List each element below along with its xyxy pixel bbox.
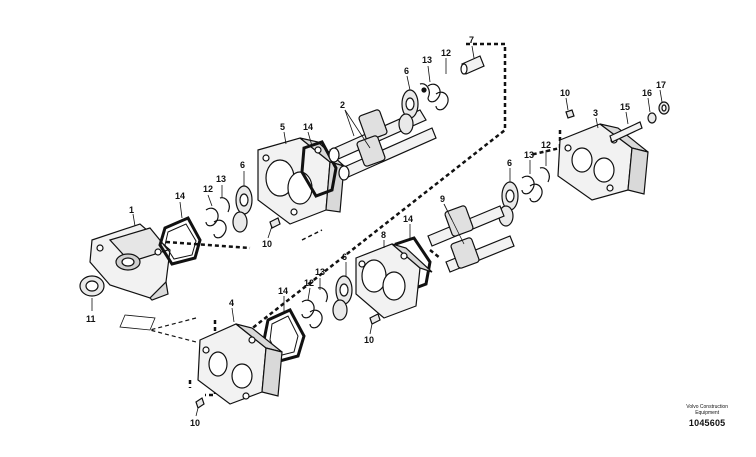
label-6-upper: 6 <box>404 66 409 76</box>
label-10-upper-left: 10 <box>262 239 272 249</box>
part-1-front-flange <box>89 223 171 331</box>
label-12-upper: 12 <box>441 48 451 58</box>
label-6-lower: 6 <box>342 252 347 262</box>
part-3-rear-housing <box>557 123 649 201</box>
label-12-lower: 12 <box>304 278 314 288</box>
label-6-right: 6 <box>507 158 512 168</box>
label-4: 4 <box>229 298 234 308</box>
part-14-gasket-left <box>158 216 202 266</box>
label-10-lower: 10 <box>190 418 200 428</box>
drawing-number: 1045605 <box>688 418 726 428</box>
part-8-gear-housing <box>355 243 433 319</box>
label-1: 1 <box>129 205 134 215</box>
label-10-upper-right: 10 <box>560 88 570 98</box>
label-8: 8 <box>381 230 386 240</box>
label-12-left: 12 <box>203 184 213 194</box>
label-13-left: 13 <box>216 174 226 184</box>
part-16-washer <box>647 112 657 124</box>
part-15-stud <box>609 121 643 143</box>
publisher-credit: Volvo Construction Equipment 1045605 <box>686 404 728 428</box>
part-4-rear-cover <box>197 323 283 405</box>
label-15: 15 <box>620 102 630 112</box>
part-group-rings-lower-mid <box>301 275 353 329</box>
label-7: 7 <box>469 35 474 45</box>
label-2: 2 <box>340 100 345 110</box>
part-10-dowel-pins <box>195 109 575 409</box>
label-14-upper: 14 <box>303 122 313 132</box>
part-group-rings-upper-right <box>419 83 449 111</box>
label-5: 5 <box>280 122 285 132</box>
label-3: 3 <box>593 108 598 118</box>
part-6-wear-plate-upper <box>398 89 419 135</box>
label-11: 11 <box>86 314 96 324</box>
label-10-mid: 10 <box>364 335 374 345</box>
label-9: 9 <box>440 194 445 204</box>
part-group-rings-lower-right <box>498 167 550 227</box>
credit-line-2: Equipment <box>695 410 720 416</box>
part-number-labels: 1 2 3 4 5 6 6 6 6 7 8 9 10 10 10 10 11 1… <box>86 35 666 428</box>
label-14-lower: 14 <box>278 286 288 296</box>
part-2-gear-shafts <box>328 109 437 181</box>
label-12-right: 12 <box>541 140 551 150</box>
part-9-gear-shafts <box>427 205 515 273</box>
part-7-pin <box>460 55 485 75</box>
label-14-left: 14 <box>175 191 185 201</box>
label-17: 17 <box>656 80 666 90</box>
label-14-right: 14 <box>403 214 413 224</box>
label-13-upper: 13 <box>422 55 432 65</box>
label-13-lower: 13 <box>315 267 325 277</box>
label-6-left: 6 <box>240 160 245 170</box>
part-14-gasket-upper <box>300 140 338 198</box>
part-group-rings-left <box>205 185 253 239</box>
part-11-seal <box>79 275 105 297</box>
leader-lines <box>91 45 663 417</box>
label-16: 16 <box>642 88 652 98</box>
label-13-right: 13 <box>524 150 534 160</box>
part-17-nut <box>658 101 670 115</box>
credit-line-1: Volvo Construction <box>686 404 728 410</box>
